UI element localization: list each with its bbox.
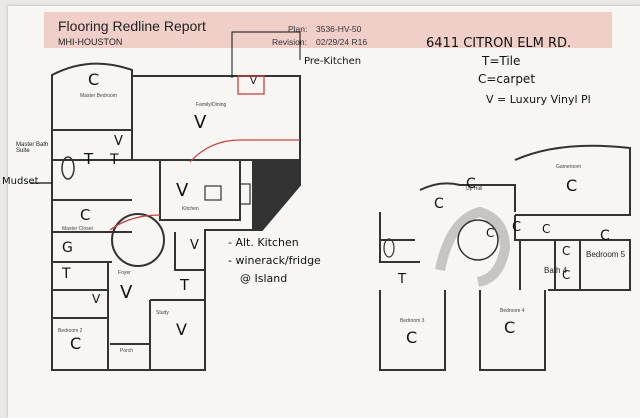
- report-sheet: [8, 6, 640, 418]
- mark-kitchen: V: [176, 180, 189, 201]
- mudset-note: Mudset: [2, 176, 39, 187]
- floor2-stair-core: [457, 219, 499, 261]
- kitchen-island: [204, 185, 222, 201]
- plan-value: 3536-HV-50: [316, 24, 362, 34]
- floor2-bedroom4-wall: [479, 290, 546, 371]
- floor2-bedroom5-wall: [514, 215, 631, 291]
- floor2-spiral-stair: [435, 206, 511, 287]
- revision-label: Revision:: [272, 37, 307, 47]
- redline-kitchen: [189, 139, 300, 163]
- floor1-rotunda: [111, 213, 165, 267]
- mark-closet: C: [80, 206, 91, 224]
- report-subtitle: MHI-HOUSTON: [58, 37, 123, 47]
- floor1-kitchen-wall: [159, 160, 241, 221]
- mark-util: T: [180, 276, 190, 294]
- room-kitchen: Kitchen: [182, 206, 199, 212]
- legend-carpet: C=carpet: [478, 72, 536, 86]
- room-master-bedroom: Master Bedroom: [80, 93, 117, 99]
- revision-value: 02/29/24 R16: [316, 37, 368, 47]
- mark-hall2: V: [120, 282, 133, 303]
- floor1-lower-walls: [52, 261, 112, 318]
- room-bedroom2: Bedroom 2: [58, 328, 83, 334]
- mark-bath3: T: [398, 272, 406, 287]
- header-banner: [44, 12, 612, 48]
- mark-master-bath-tub: T: [110, 152, 119, 168]
- mark-bath-small: V: [190, 238, 199, 253]
- pre-kitchen-note: Pre-Kitchen: [304, 56, 362, 67]
- room-bedroom3: Bedroom 3: [400, 318, 425, 324]
- island-note: @ Island: [240, 272, 288, 285]
- mark-bedroom5: C: [600, 228, 610, 244]
- report-title: Flooring Redline Report: [58, 18, 206, 34]
- bath3-tub: [383, 238, 395, 258]
- room-gameroom: Gameroom: [556, 164, 582, 170]
- mark-bedroom4: C: [504, 318, 516, 337]
- floor2-gameroom-wall: [514, 144, 631, 216]
- mark-bedroom2: C: [70, 334, 82, 353]
- redline-rotunda: [109, 214, 161, 231]
- mark-powder: T: [62, 266, 71, 282]
- legend-vinyl: V = Luxury Vinyl Pl: [486, 93, 591, 106]
- mark-closet4: C: [562, 268, 571, 282]
- mark-master-bath: T: [84, 150, 94, 168]
- room-porch: Porch: [120, 348, 134, 354]
- mark-bath4: C: [562, 244, 571, 258]
- mark-entry: V: [250, 76, 257, 87]
- mark-upper-left: C: [434, 196, 444, 212]
- mark-hall: V: [92, 292, 101, 306]
- floor1-master-bedroom-wall: [51, 62, 133, 131]
- mark-landing: C: [512, 220, 522, 235]
- room-foyer: Foyer: [118, 270, 131, 276]
- redline-pre-kitchen-box: [237, 75, 265, 95]
- legend-tile: T=Tile: [482, 54, 521, 68]
- mark-study: V: [176, 320, 187, 339]
- mark-family: V: [194, 112, 207, 133]
- room-bath4: Bath 4: [544, 266, 568, 275]
- mark-laundry: G: [62, 240, 73, 256]
- plan-label: Plan:: [288, 24, 308, 34]
- mark-master-bedroom: C: [88, 70, 100, 89]
- mark-shower: V: [114, 134, 123, 149]
- pre-kitchen-leader: [231, 31, 301, 78]
- winerack-note: - winerack/fridge: [228, 254, 321, 267]
- room-master-closet: Master Closet: [62, 226, 93, 232]
- floor2-bedroom3-wall: [379, 290, 446, 371]
- mark-gameroom: C: [566, 176, 578, 195]
- floor2-left-wall: [379, 212, 420, 263]
- room-bedroom5: Bedroom 5: [586, 250, 626, 259]
- room-study: Study: [156, 310, 169, 316]
- floor1-bath-walls: [52, 159, 132, 233]
- mark-bedroom3: C: [406, 328, 418, 347]
- mark-stair: C: [486, 226, 495, 240]
- floor2-uphall-wall: [419, 182, 516, 212]
- room-up-hall: Up Hall: [466, 186, 483, 192]
- room-family-dining: Family/Dining: [196, 102, 227, 108]
- room-bedroom4: Bedroom 4: [500, 308, 525, 314]
- mark-bedroom5-hall: C: [542, 222, 551, 236]
- mark-up-hall: C: [466, 176, 476, 192]
- address-note: 6411 CITRON ELM RD.: [426, 36, 572, 51]
- floor1-kitchen-pantry: [252, 160, 300, 230]
- floor1-bedroom2-wall: [52, 317, 109, 370]
- alt-kitchen-note: - Alt. Kitchen: [228, 236, 299, 249]
- room-master-bath: Master Bath Suite: [16, 142, 49, 154]
- kitchen-counter: [239, 183, 251, 205]
- floor1-study-walls: [149, 232, 205, 370]
- floor1-family-wall: [131, 76, 300, 161]
- master-tub: [61, 156, 75, 180]
- floor1-outer-wall: [51, 75, 301, 371]
- floor2-bath-walls: [519, 240, 581, 290]
